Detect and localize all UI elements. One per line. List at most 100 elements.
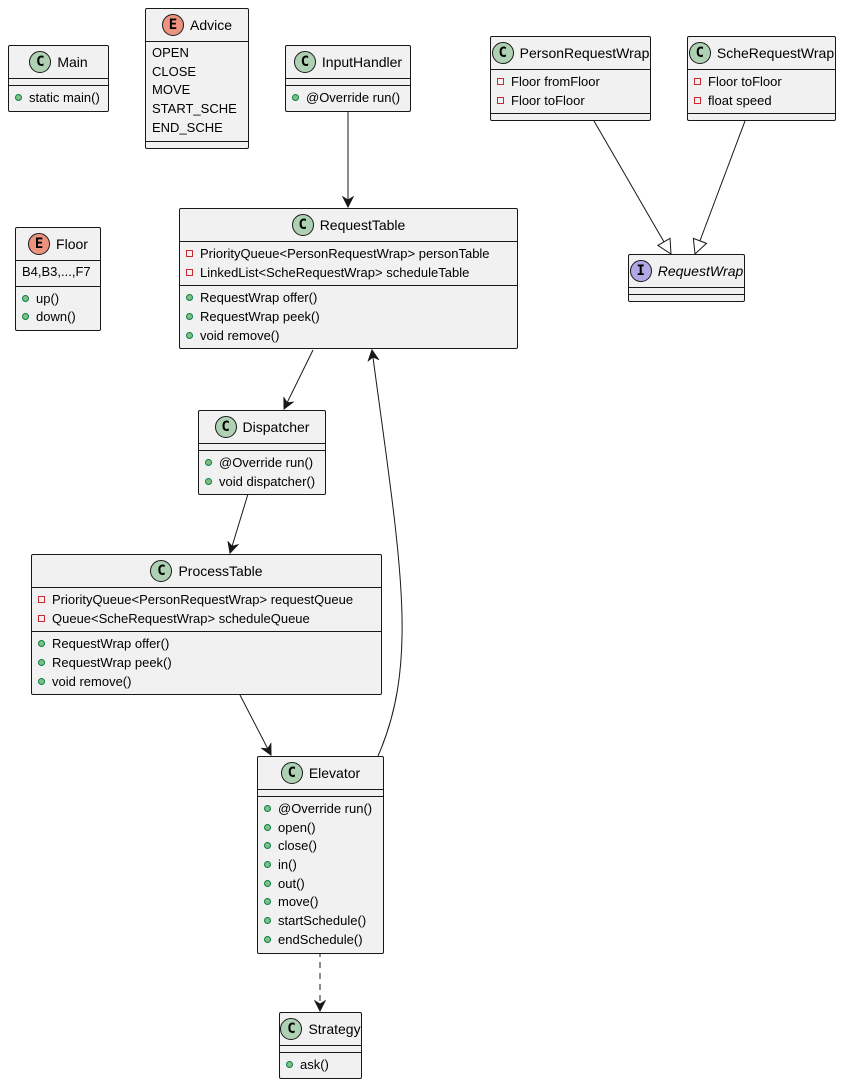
method-row: @Override run(): [264, 799, 377, 818]
enum-value: START_SCHE: [152, 101, 237, 117]
method-row: endSchedule(): [264, 930, 377, 949]
method-text: @Override run(): [278, 800, 373, 816]
enum-icon: E: [161, 14, 184, 36]
enum-value: END_SCHE: [152, 119, 223, 135]
public-marker-icon: [38, 658, 45, 666]
methods-section: [491, 113, 650, 120]
enum-value: MOVE: [152, 82, 191, 98]
class-icon: C: [293, 51, 316, 73]
class-name: RequestWrap: [657, 263, 744, 279]
public-marker-icon: [264, 823, 271, 831]
public-marker-icon: [264, 935, 271, 943]
method-text: void dispatcher(): [219, 473, 316, 489]
fields-section: [286, 78, 410, 85]
field-row: Floor toFloor: [694, 72, 829, 91]
edge-dispatcher-processtable: [230, 493, 249, 553]
class-name: Strategy: [308, 1021, 361, 1037]
enum-value: OPEN: [152, 45, 189, 60]
private-marker-icon: [694, 77, 701, 85]
method-row: up(): [22, 289, 94, 308]
class-header: C PersonRequestWrap: [491, 37, 650, 69]
method-row: out(): [264, 874, 377, 893]
class-name: ProcessTable: [178, 563, 263, 579]
method-row: void dispatcher(): [205, 472, 319, 491]
method-text: down(): [36, 309, 76, 325]
public-marker-icon: [186, 294, 193, 302]
methods-section: [629, 294, 744, 301]
field-text: PriorityQueue<PersonRequestWrap> personT…: [200, 245, 490, 261]
public-marker-icon: [186, 331, 193, 339]
fields-section: PriorityQueue<PersonRequestWrap> request…: [32, 587, 381, 631]
class-icon: C: [491, 42, 514, 64]
class-name: RequestTable: [319, 217, 406, 233]
methods-section: @Override run() open() close() in() out(…: [258, 796, 383, 953]
field-text: Floor toFloor: [511, 92, 585, 108]
private-marker-icon: [38, 595, 45, 603]
public-marker-icon: [186, 312, 193, 320]
method-text: RequestWrap offer(): [200, 290, 318, 306]
class-header: C Main: [9, 46, 108, 78]
methods-section: RequestWrap offer() RequestWrap peek() v…: [180, 285, 517, 348]
class-processtable: C ProcessTable PriorityQueue<PersonReque…: [31, 554, 382, 696]
methods-section: static main(): [9, 85, 108, 111]
field-row: PriorityQueue<PersonRequestWrap> personT…: [186, 244, 511, 263]
method-text: close(): [278, 838, 318, 854]
class-name: Dispatcher: [242, 419, 310, 435]
class-name: PersonRequestWrap: [519, 45, 650, 61]
enum-icon: E: [28, 233, 51, 255]
method-row: startSchedule(): [264, 911, 377, 930]
fields-section: [258, 789, 383, 796]
private-marker-icon: [497, 96, 504, 104]
fields-section: Floor toFloor float speed: [688, 69, 835, 113]
fields-section: [280, 1045, 361, 1052]
class-header: C ProcessTable: [32, 555, 381, 587]
public-marker-icon: [205, 458, 212, 466]
method-text: void remove(): [52, 673, 132, 689]
edge-scherequestwrap-requestwrap: [695, 120, 746, 254]
edge-requesttable-dispatcher: [284, 349, 314, 409]
class-icon: C: [291, 214, 314, 236]
field-row: Queue<ScheRequestWrap> scheduleQueue: [38, 609, 375, 628]
class-main: C Main static main(): [8, 45, 109, 112]
method-row: down(): [22, 307, 94, 326]
public-marker-icon: [264, 898, 271, 906]
field-text: Floor toFloor: [708, 73, 782, 89]
method-text: move(): [278, 894, 319, 910]
public-marker-icon: [264, 879, 271, 887]
method-row: close(): [264, 836, 377, 855]
method-text: RequestWrap peek(): [200, 308, 320, 324]
class-icon: C: [280, 1018, 303, 1040]
enum-advice: E Advice OPEN CLOSE MOVE START_SCHE END_…: [145, 8, 249, 150]
interface-requestwrap: I RequestWrap: [628, 254, 745, 302]
methods-section: [146, 141, 248, 148]
field-row: float speed: [694, 91, 829, 110]
method-row: @Override run(): [205, 453, 319, 472]
class-header: E Floor: [16, 228, 100, 260]
class-name: Main: [57, 54, 88, 70]
public-marker-icon: [15, 93, 22, 101]
class-name: Elevator: [308, 765, 361, 781]
fields-section: Floor fromFloor Floor toFloor: [491, 69, 650, 113]
values-section: OPEN CLOSE MOVE START_SCHE END_SCHE: [146, 41, 248, 141]
private-marker-icon: [38, 614, 45, 622]
public-marker-icon: [286, 1060, 293, 1068]
class-name: InputHandler: [321, 54, 403, 70]
class-scherequestwrap: C ScheRequestWrap Floor toFloor float sp…: [687, 36, 836, 122]
public-marker-icon: [38, 640, 45, 648]
field-row: Floor toFloor: [497, 91, 644, 110]
method-text: up(): [36, 290, 60, 306]
public-marker-icon: [292, 93, 299, 101]
class-header: C Elevator: [258, 757, 383, 789]
interface-icon: I: [629, 260, 652, 282]
class-header: C RequestTable: [180, 209, 517, 241]
public-marker-icon: [264, 842, 271, 850]
private-marker-icon: [497, 77, 504, 85]
edge-elevator-requesttable: [372, 350, 403, 757]
method-row: RequestWrap peek(): [38, 653, 375, 672]
enum-value: B4,B3,...,F7: [22, 264, 91, 279]
method-text: open(): [278, 819, 316, 835]
edge-processtable-elevator: [239, 694, 271, 755]
enum-value: CLOSE: [152, 63, 197, 79]
field-row: Floor fromFloor: [497, 72, 644, 91]
